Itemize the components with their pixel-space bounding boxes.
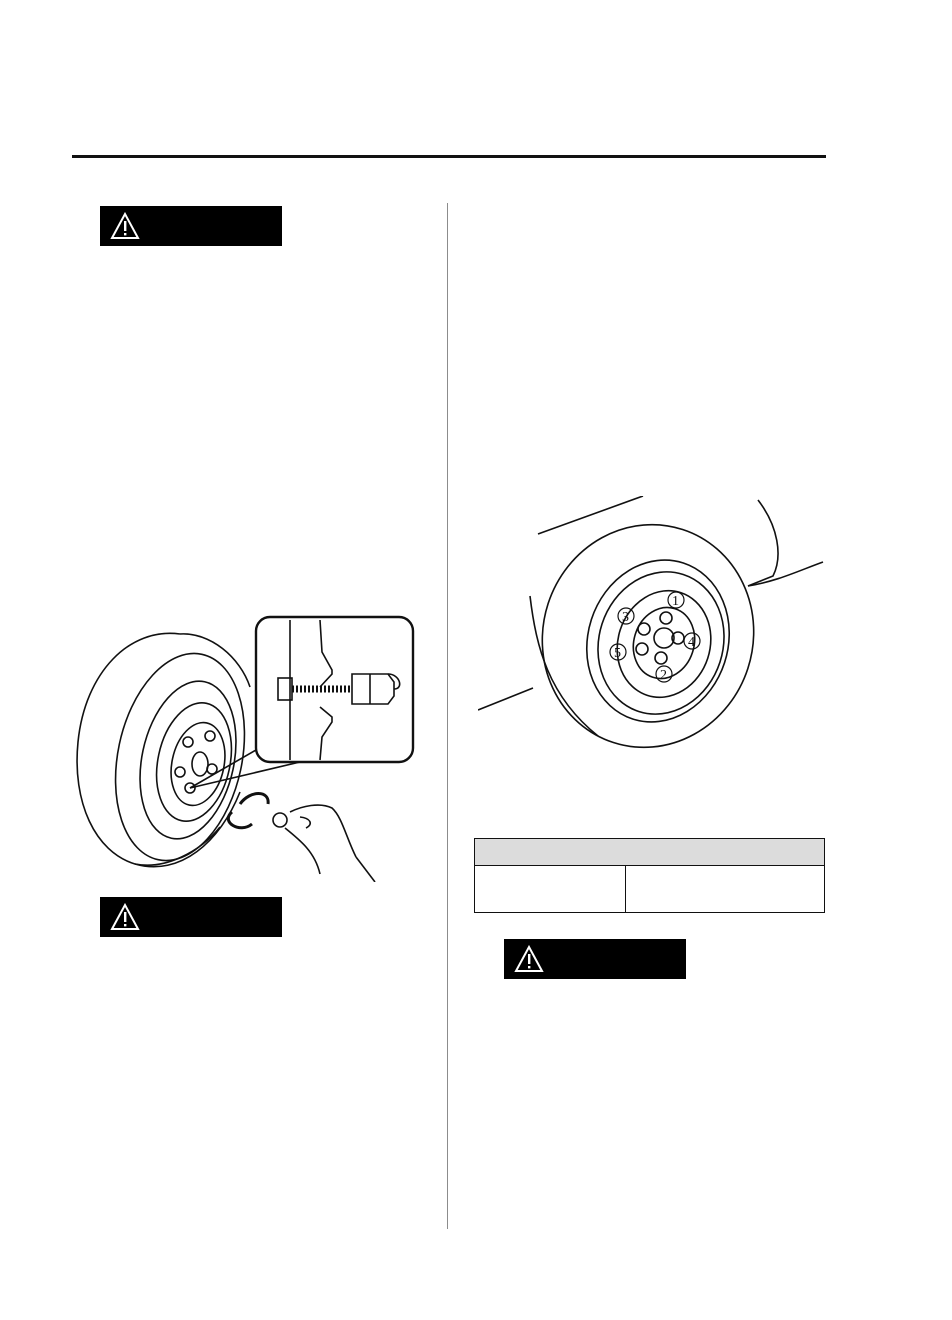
warning-triangle-icon	[110, 212, 140, 239]
warning-triangle-icon	[514, 945, 544, 972]
lug-nut-icon	[174, 730, 218, 794]
sequence-label-2: 2	[660, 668, 667, 683]
sequence-labels: 1 2 3 4 5	[609, 591, 701, 683]
rotation-arrow-icon	[226, 792, 270, 830]
column-divider	[447, 203, 448, 1229]
warning-label-bottom-left	[100, 897, 282, 937]
warning-triangle-icon	[110, 903, 140, 930]
sequence-label-4: 4	[688, 635, 695, 650]
tightening-sequence-illustration: 1 2 3 4 5	[478, 496, 824, 749]
warning-label-top-left	[100, 206, 282, 246]
torque-table-cell-value	[626, 866, 824, 912]
sequence-label-5: 5	[614, 646, 621, 661]
lug-nut-illustration	[76, 615, 415, 882]
torque-table-cell-label	[475, 866, 626, 912]
sequence-label-1: 1	[672, 594, 679, 609]
hand-icon	[272, 804, 376, 882]
torque-table	[474, 838, 825, 913]
wheel-icon	[76, 632, 251, 868]
torque-table-header	[475, 839, 824, 866]
wheel-icon	[529, 523, 755, 749]
sequence-label-3: 3	[622, 610, 629, 625]
lug-nut-icon	[635, 611, 685, 665]
header-rule	[72, 155, 826, 158]
warning-label-right	[504, 939, 686, 979]
